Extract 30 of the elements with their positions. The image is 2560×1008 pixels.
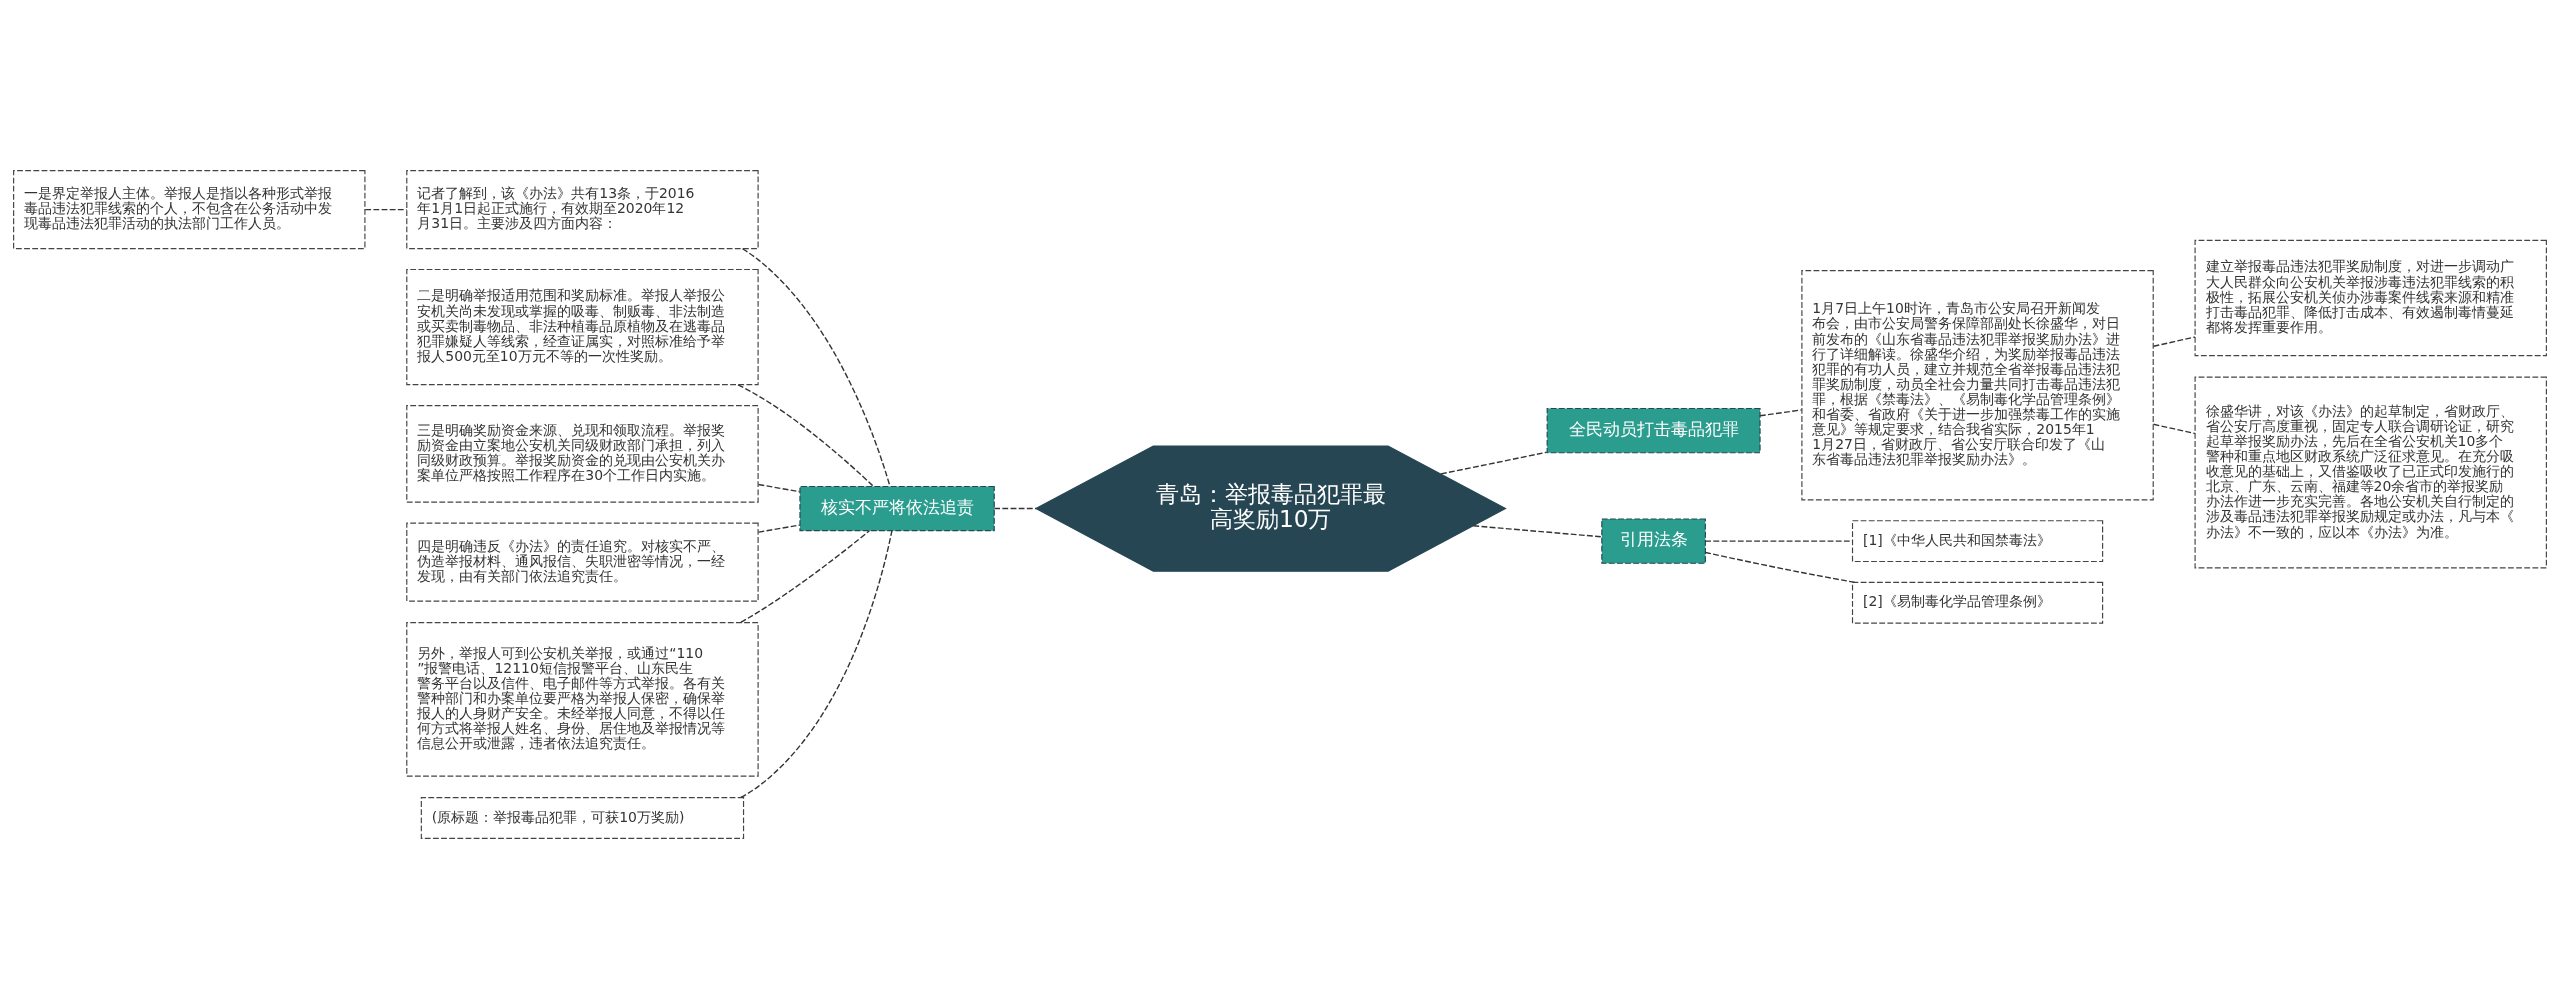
- connector: [364, 208, 408, 210]
- node-box: 1月7日上午10时许，青岛市公安局召开新闻发布会，由市公安局警务保障部副处长徐盛华，对日前发布的《山东省毒品违法犯罪举报奖励办法》进行了详细解读。徐盛华介绍，为奖励举报毒品违法犯罪的有功人员，建立并规范全省举报毒品违法犯罪奖励制度，动员全社会力量共同打击毒品违法犯罪，根据《禁毒法》、《易制毒化学品管理条例》和省委、省政府《关于进一步加强禁毒工作的实施意见》等规定要求，结合我省实际，2015年11月27日，省财政厅、省公安厅联合印发了《山东省毒品违法犯罪举报奖励办法》。: [1801, 269, 2154, 500]
- connector: [757, 483, 801, 492]
- node-box: 三是明确奖励资金来源、兑现和领取流程。举报奖励资金由立案地公安机关同级财政部门承担，列入同级财政预算。举报奖励资金的兑现由公安机关办案单位严格按照工作程序在30个工作日内实施。: [406, 404, 759, 503]
- node-box: 徐盛华讲，对该《办法》的起草制定，省财政厅、省公安厅高度重视，固定专人联合调研论证，研究起草举报奖励办法，先后在全省公安机关10多个警种和重点地区财政系统广泛征求意见。在充分吸收意见的基础上，又借鉴吸收了已正式印发施行的北京、广东、云南、福建等20余省市的举报奖励办法作进一步充实完善。各地公安机关自行制定的涉及毒品违法犯罪举报奖励规定或办法，凡与本《办法》不一致的，应以本《办法》为准。: [2194, 376, 2547, 568]
- connector: [757, 523, 801, 533]
- node-box: 全民动员打击毒品犯罪: [1546, 407, 1761, 453]
- node-box: 核实不严将依法追责: [799, 485, 995, 531]
- node-box: (原标题：举报毒品犯罪，可获10万奖励): [420, 796, 745, 839]
- connector: [1704, 539, 1853, 542]
- node-box: 一是界定举报人主体。举报人是指以各种形式举报毒品违法犯罪线索的个人，不包含在公务活动中发现毒品违法犯罪活动的执法部门工作人员。: [13, 169, 366, 249]
- connector: [1759, 408, 1803, 416]
- connector: [740, 529, 893, 798]
- connector: [741, 247, 891, 487]
- connector: [1472, 524, 1603, 537]
- connector: [1440, 451, 1548, 475]
- node-box: 二是明确举报适用范围和奖励标准。举报人举报公安机关尚未发现或掌握的吸毒、制贩毒、非法制造或买卖制毒物品、非法种植毒品原植物及在逃毒品犯罪嫌疑人等线索，经查证属实，对照标准给予举报人500元至10万元不等的一次性奖励。: [406, 268, 759, 385]
- node-box: 记者了解到，该《办法》共有13条，于2016年1月1日起正式施行，有效期至2020年12月31日。主要涉及四方面内容：: [406, 169, 759, 249]
- connector: [2152, 335, 2196, 347]
- connector: [737, 383, 874, 487]
- node-box: [2]《易制毒化学品管理条例》: [1851, 581, 2104, 624]
- node-box: 另外，举报人可到公安机关举报，或通过“110”报警电话、12110短信报警平台、山东民生警务平台以及信件、电子邮件等方式举报。各有关警种部门和办案单位要严格为举报人保密，确保举报人的人身财产安全。未经举报人同意，不得以任何方式将举报人姓名、身份、居住地及举报情况等信息公开或泄露，违者依法追究责任。: [406, 621, 759, 777]
- connector: [1704, 551, 1856, 583]
- connector: [2152, 423, 2196, 434]
- connector: [740, 529, 871, 623]
- node-box: 四是明确违反《办法》的责任追究。对核实不严、伪造举报材料、通风报信、失职泄密等情况，一经发现，由有关部门依法追究责任。: [406, 522, 759, 602]
- node-box: 建立举报毒品违法犯罪奖励制度，对进一步调动广大人民群众向公安机关举报涉毒违法犯罪线索的积极性，拓展公安机关侦办涉毒案件线索来源和精准打击毒品犯罪、降低打击成本、有效遏制毒情蔓延都将发挥重要作用。: [2194, 239, 2547, 356]
- node-box: 引用法条: [1601, 517, 1706, 564]
- connector: [993, 507, 1037, 509]
- node-box: [1]《中华人民共和国禁毒法》: [1851, 519, 2104, 562]
